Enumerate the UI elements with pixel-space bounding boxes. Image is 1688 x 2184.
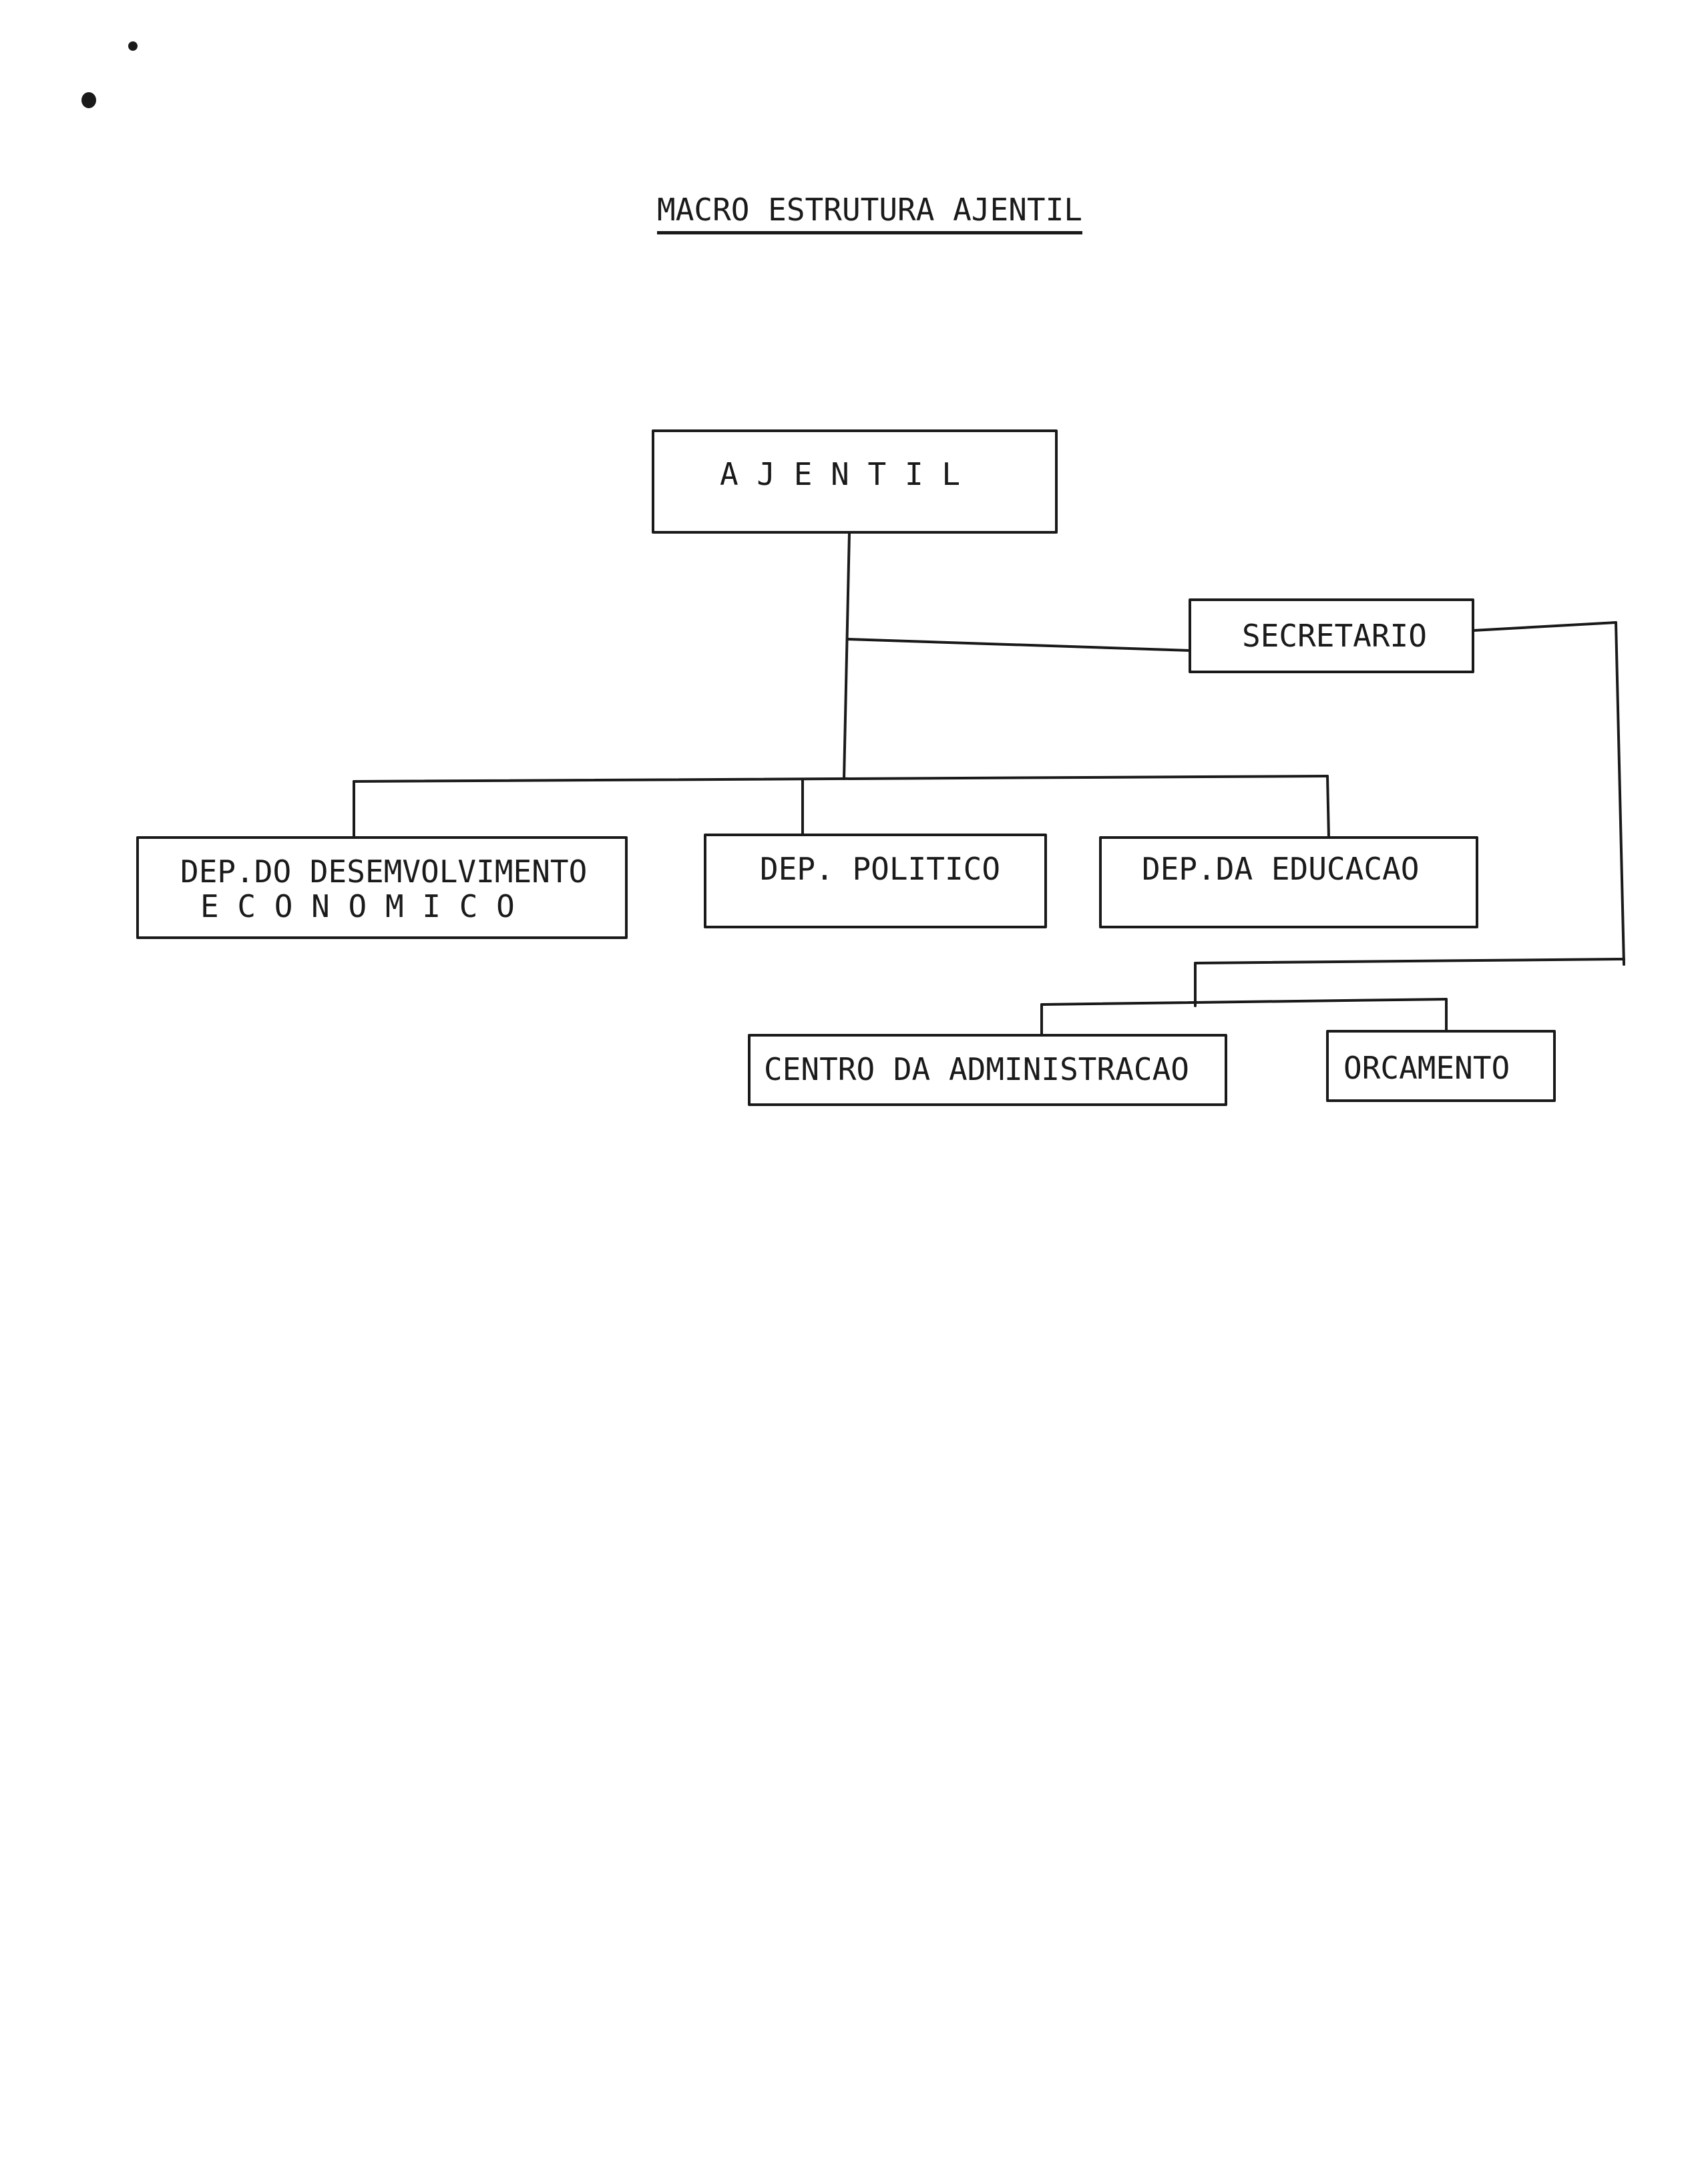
connector-ajentil-trunk (843, 531, 851, 780)
box-secretario (1189, 598, 1474, 673)
node-label-centro-administracao: CENTRO DA ADMINISTRACAO (764, 1051, 1189, 1087)
ink-speck (81, 92, 96, 108)
box-dep-desenvolvimento (136, 836, 628, 939)
connector-lower-split (1040, 998, 1448, 1006)
ink-speck (128, 41, 138, 51)
connector-departments-bar (353, 775, 1329, 783)
connector-dep-educacao (1326, 775, 1330, 839)
box-orcamento (1326, 1030, 1556, 1102)
box-ajentil (652, 429, 1058, 534)
node-label-dep-desenvolvimento-line1: DEP.DO DESEMVOLVIMENTO (180, 854, 588, 890)
box-centro-administracao (748, 1034, 1227, 1106)
connector-right-vertical (1615, 621, 1625, 966)
connector-secretario-branch (847, 638, 1191, 652)
connector-lower-bar (1194, 958, 1625, 964)
page-title: MACRO ESTRUTURA AJENTIL (657, 192, 1082, 234)
connector-secretario-right (1472, 621, 1617, 632)
node-label-secretario: SECRETARIO (1242, 618, 1427, 654)
box-dep-politico (704, 834, 1047, 928)
node-label-dep-educacao: DEP.DA EDUCACAO (1142, 851, 1420, 887)
node-label-dep-desenvolvimento-line2: E C O N O M I C O (200, 888, 515, 924)
node-label-ajentil: A J E N T I L (720, 456, 961, 492)
node-label-dep-politico: DEP. POLITICO (760, 851, 1001, 887)
node-label-orcamento: ORCAMENTO (1343, 1050, 1510, 1086)
box-dep-educacao (1099, 836, 1478, 928)
